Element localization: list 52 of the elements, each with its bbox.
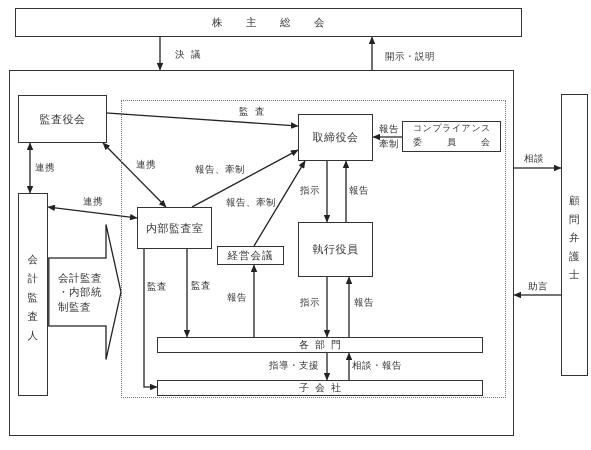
arrow bbox=[346, 276, 352, 337]
edge-label: 監査 bbox=[191, 280, 211, 292]
edge-label: 指示 bbox=[300, 185, 320, 197]
org-box: 監査役会 bbox=[18, 95, 107, 143]
arrow bbox=[324, 353, 330, 380]
arrow bbox=[324, 277, 330, 338]
arrow bbox=[324, 161, 330, 222]
double-arrow bbox=[102, 142, 166, 208]
arrow bbox=[106, 112, 298, 129]
org-box: 取締役会 bbox=[298, 114, 373, 161]
arrow bbox=[514, 164, 562, 172]
edge-label: 会計監査・内部統制監査 bbox=[58, 270, 102, 314]
double-arrow bbox=[26, 142, 34, 194]
arrow bbox=[250, 264, 258, 337]
edge-label: 報告牽制 bbox=[379, 123, 399, 152]
org-box: 経営会議 bbox=[217, 246, 284, 265]
arrow bbox=[346, 352, 352, 380]
edge-label: 報告、牽制 bbox=[226, 197, 276, 209]
edge-label: 連携 bbox=[83, 196, 103, 208]
arrow bbox=[372, 134, 402, 140]
org-box: 内部監査室 bbox=[137, 207, 212, 249]
org-box: 執行役員 bbox=[298, 222, 373, 277]
arrow bbox=[184, 249, 190, 338]
edge-label: 報告 bbox=[227, 292, 247, 304]
edge-label: 報告、牽制 bbox=[195, 164, 245, 176]
arrow bbox=[342, 160, 350, 222]
edge-label: 相談・報告 bbox=[352, 360, 402, 372]
edge-label: 指導・支援 bbox=[269, 360, 319, 372]
arrow bbox=[192, 149, 298, 208]
arrow bbox=[253, 160, 306, 246]
edge-label: 連携 bbox=[35, 162, 55, 174]
edge-label: 報告 bbox=[349, 185, 369, 197]
edge-label: 指示 bbox=[300, 297, 320, 309]
committee-box: コンプライアンス委員会 bbox=[402, 121, 501, 152]
double-arrow bbox=[48, 204, 138, 220]
meeting-box: 株主総会 bbox=[15, 8, 522, 37]
edge-label: 開示・説明 bbox=[385, 51, 435, 63]
arrow bbox=[514, 292, 561, 298]
org-box: 顧問弁護士 bbox=[561, 94, 588, 376]
org-bar: 各部門 bbox=[157, 337, 483, 353]
dotted-frame bbox=[121, 100, 506, 398]
edge-label: 連携 bbox=[136, 159, 156, 171]
org-bar: 子会社 bbox=[157, 380, 483, 396]
edge-label: 助言 bbox=[528, 281, 548, 293]
org-box: 会計監査人 bbox=[18, 193, 48, 396]
edge-label: 相談 bbox=[524, 153, 544, 165]
company-frame bbox=[9, 70, 514, 436]
edge-label: 報告 bbox=[354, 297, 374, 309]
arrow bbox=[368, 36, 376, 70]
arrow bbox=[143, 249, 158, 390]
arrow bbox=[156, 37, 164, 70]
edge-label: 監査 bbox=[147, 281, 167, 293]
